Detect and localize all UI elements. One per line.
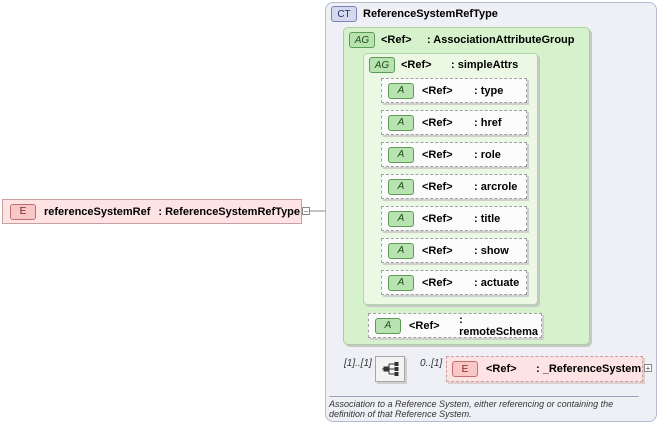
attribute-badge: A bbox=[388, 242, 414, 259]
attribute-badge: A bbox=[388, 178, 414, 195]
child-element-name: : _ReferenceSystem bbox=[536, 363, 642, 375]
child-element-reference-system[interactable]: E <Ref> : _ReferenceSystem bbox=[446, 356, 643, 382]
root-element-name: referenceSystemRef bbox=[44, 205, 151, 218]
attribute-title[interactable]: A <Ref> : title bbox=[381, 206, 527, 231]
root-element[interactable]: E referenceSystemRef : ReferenceSystemRe… bbox=[2, 199, 302, 224]
attribute-group-badge: AG bbox=[369, 57, 395, 73]
documentation-text: Association to a Reference System, eithe… bbox=[329, 396, 639, 419]
collapse-toggle[interactable]: − bbox=[302, 207, 310, 216]
attribute-href[interactable]: A <Ref> : href bbox=[381, 110, 527, 135]
attribute-actuate[interactable]: A <Ref> : actuate bbox=[381, 270, 527, 295]
element-badge: E bbox=[10, 203, 36, 220]
sequence-icon bbox=[382, 362, 399, 376]
attribute-ref: <Ref> bbox=[422, 84, 453, 97]
attribute-badge: A bbox=[388, 82, 414, 99]
sequence-cardinality: [1]..[1] bbox=[344, 358, 372, 369]
attribute-name: : show bbox=[474, 244, 509, 257]
expand-toggle[interactable]: + bbox=[644, 364, 652, 373]
attribute-name: : href bbox=[474, 116, 502, 129]
attribute-role[interactable]: A <Ref> : role bbox=[381, 142, 527, 167]
root-element-type: : ReferenceSystemRefType bbox=[158, 205, 301, 218]
complex-type-header: CT ReferenceSystemRefType bbox=[331, 6, 498, 22]
group-outer-ref: <Ref> bbox=[381, 34, 412, 46]
child-element-ref: <Ref> bbox=[486, 363, 517, 375]
group-inner-name: : simpleAttrs bbox=[451, 59, 519, 71]
attribute-name: : type bbox=[474, 84, 504, 97]
attribute-group-outer-header: AG <Ref> : AssociationAttributeGroup bbox=[349, 32, 574, 48]
attribute-name: : actuate bbox=[474, 276, 520, 289]
attribute-ref: <Ref> bbox=[422, 180, 453, 193]
child-element-cardinality: 0..[1] bbox=[420, 358, 443, 369]
attribute-name: : role bbox=[474, 148, 501, 161]
sequence-compositor[interactable] bbox=[375, 356, 405, 382]
attribute-ref: <Ref> bbox=[422, 244, 453, 257]
attribute-name: : arcrole bbox=[474, 180, 518, 193]
attribute-group-inner-header: AG <Ref> : simpleAttrs bbox=[369, 57, 518, 73]
attribute-badge: A bbox=[388, 274, 414, 291]
attribute-show[interactable]: A <Ref> : show bbox=[381, 238, 527, 263]
attribute-group-badge: AG bbox=[349, 32, 375, 48]
attribute-badge: A bbox=[375, 317, 401, 334]
attribute-badge: A bbox=[388, 210, 414, 227]
attribute-name: : remoteSchema bbox=[459, 313, 538, 338]
attribute-ref: <Ref> bbox=[422, 276, 453, 289]
element-badge: E bbox=[452, 361, 478, 377]
group-outer-name: : AssociationAttributeGroup bbox=[427, 34, 575, 46]
attribute-name: : title bbox=[474, 212, 501, 225]
complex-type-name: ReferenceSystemRefType bbox=[363, 8, 498, 20]
attribute-ref: <Ref> bbox=[409, 319, 440, 332]
group-inner-ref: <Ref> bbox=[401, 59, 432, 71]
attribute-ref: <Ref> bbox=[422, 148, 453, 161]
attribute-badge: A bbox=[388, 146, 414, 163]
attribute-arcrole[interactable]: A <Ref> : arcrole bbox=[381, 174, 527, 199]
attribute-badge: A bbox=[388, 114, 414, 131]
attribute-type[interactable]: A <Ref> : type bbox=[381, 78, 527, 103]
complex-type-badge: CT bbox=[331, 6, 357, 22]
attribute-remote-schema[interactable]: A <Ref> : remoteSchema bbox=[368, 313, 542, 338]
attribute-ref: <Ref> bbox=[422, 116, 453, 129]
attribute-ref: <Ref> bbox=[422, 212, 453, 225]
